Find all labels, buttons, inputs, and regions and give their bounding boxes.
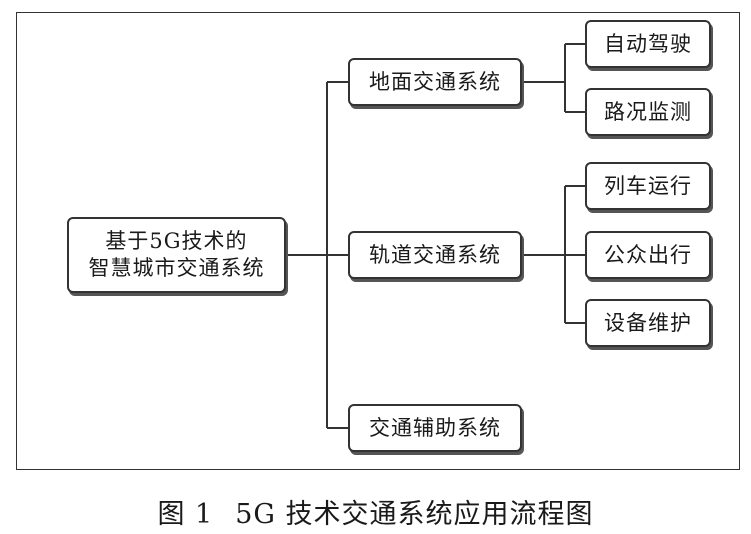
node-public: 公众出行 — [585, 231, 711, 279]
root-line-1: 基于5G技术的 — [105, 229, 248, 253]
node-aux-system: 交通辅助系统 — [348, 404, 522, 452]
diagram-frame — [16, 12, 740, 470]
node-maintenance: 设备维护 — [585, 299, 711, 347]
caption-title: 5G 技术交通系统应用流程图 — [235, 499, 594, 530]
figure-caption: 图 1 5G 技术交通系统应用流程图 — [0, 492, 751, 531]
node-autodrive: 自动驾驶 — [585, 20, 711, 68]
caption-number: 图 1 — [157, 499, 214, 530]
root-line-2: 智慧城市交通系统 — [88, 256, 265, 280]
node-rail-system: 轨道交通系统 — [348, 231, 522, 279]
node-train: 列车运行 — [585, 162, 711, 210]
root-node: 基于5G技术的 智慧城市交通系统 — [67, 217, 286, 293]
node-roadmonitor: 路况监测 — [585, 88, 711, 136]
node-ground-system: 地面交通系统 — [348, 58, 522, 106]
